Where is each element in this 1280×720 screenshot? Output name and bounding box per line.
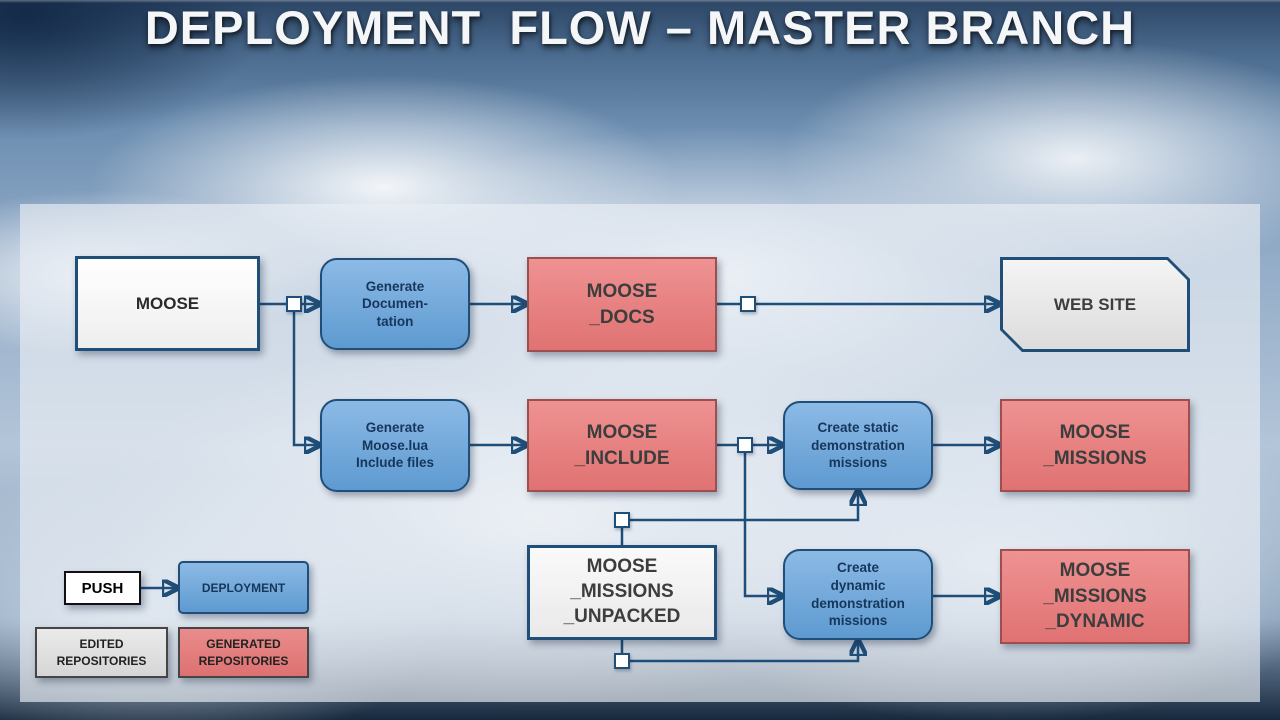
- node-moose-missions: MOOSE _MISSIONS: [1000, 399, 1190, 492]
- legend-edited-repositories-label: EDITED REPOSITORIES: [56, 637, 147, 668]
- node-moose: MOOSE: [75, 256, 260, 351]
- legend-edited-repositories: EDITED REPOSITORIES: [35, 627, 168, 678]
- node-moose-missions-dynamic: MOOSE _MISSIONS _DYNAMIC: [1000, 549, 1190, 644]
- node-web-site-label: WEB SITE: [1053, 294, 1137, 314]
- node-create-dynamic-missions-label: Create dynamic demonstration missions: [811, 560, 905, 629]
- legend-deployment: DEPLOYMENT: [178, 561, 309, 614]
- node-create-static-missions-label: Create static demonstration missions: [811, 420, 905, 471]
- node-web-site: WEB SITE: [1000, 257, 1190, 352]
- junction-moose-include-output: [737, 437, 753, 453]
- legend-deployment-label: DEPLOYMENT: [201, 580, 286, 595]
- slide-title: DEPLOYMENT FLOW – MASTER BRANCH: [144, 1, 1136, 54]
- node-generate-include: Generate Moose.lua Include files: [320, 399, 470, 492]
- legend-generated-repositories: GENERATED REPOSITORIES: [178, 627, 309, 678]
- node-moose-include: MOOSE _INCLUDE: [527, 399, 717, 492]
- junction-unpacked-bottom: [614, 653, 630, 669]
- legend-push-label: PUSH: [81, 579, 124, 597]
- node-create-static-missions: Create static demonstration missions: [783, 401, 933, 490]
- node-generate-documentation-label: Generate Documen- tation: [361, 278, 428, 329]
- node-moose-missions-dynamic-label: MOOSE _MISSIONS _DYNAMIC: [1043, 560, 1147, 633]
- node-moose-label: MOOSE: [135, 293, 200, 313]
- background-seam: [0, 0, 1280, 3]
- junction-moose-docs-output: [740, 296, 756, 312]
- node-moose-missions-label: MOOSE _MISSIONS: [1043, 421, 1147, 469]
- node-moose-missions-unpacked: MOOSE _MISSIONS _UNPACKED: [527, 545, 717, 640]
- legend-push: PUSH: [64, 571, 141, 605]
- node-moose-docs-label: MOOSE _DOCS: [586, 280, 658, 328]
- node-web-site-inner: WEB SITE: [1003, 260, 1187, 349]
- node-moose-docs: MOOSE _DOCS: [527, 257, 717, 352]
- node-moose-include-label: MOOSE _INCLUDE: [574, 421, 670, 469]
- node-create-dynamic-missions: Create dynamic demonstration missions: [783, 549, 933, 640]
- junction-moose-output: [286, 296, 302, 312]
- node-moose-missions-unpacked-label: MOOSE _MISSIONS _UNPACKED: [563, 556, 681, 627]
- legend-generated-repositories-label: GENERATED REPOSITORIES: [198, 637, 289, 668]
- junction-unpacked-top: [614, 512, 630, 528]
- node-generate-include-label: Generate Moose.lua Include files: [355, 420, 435, 471]
- node-generate-documentation: Generate Documen- tation: [320, 258, 470, 350]
